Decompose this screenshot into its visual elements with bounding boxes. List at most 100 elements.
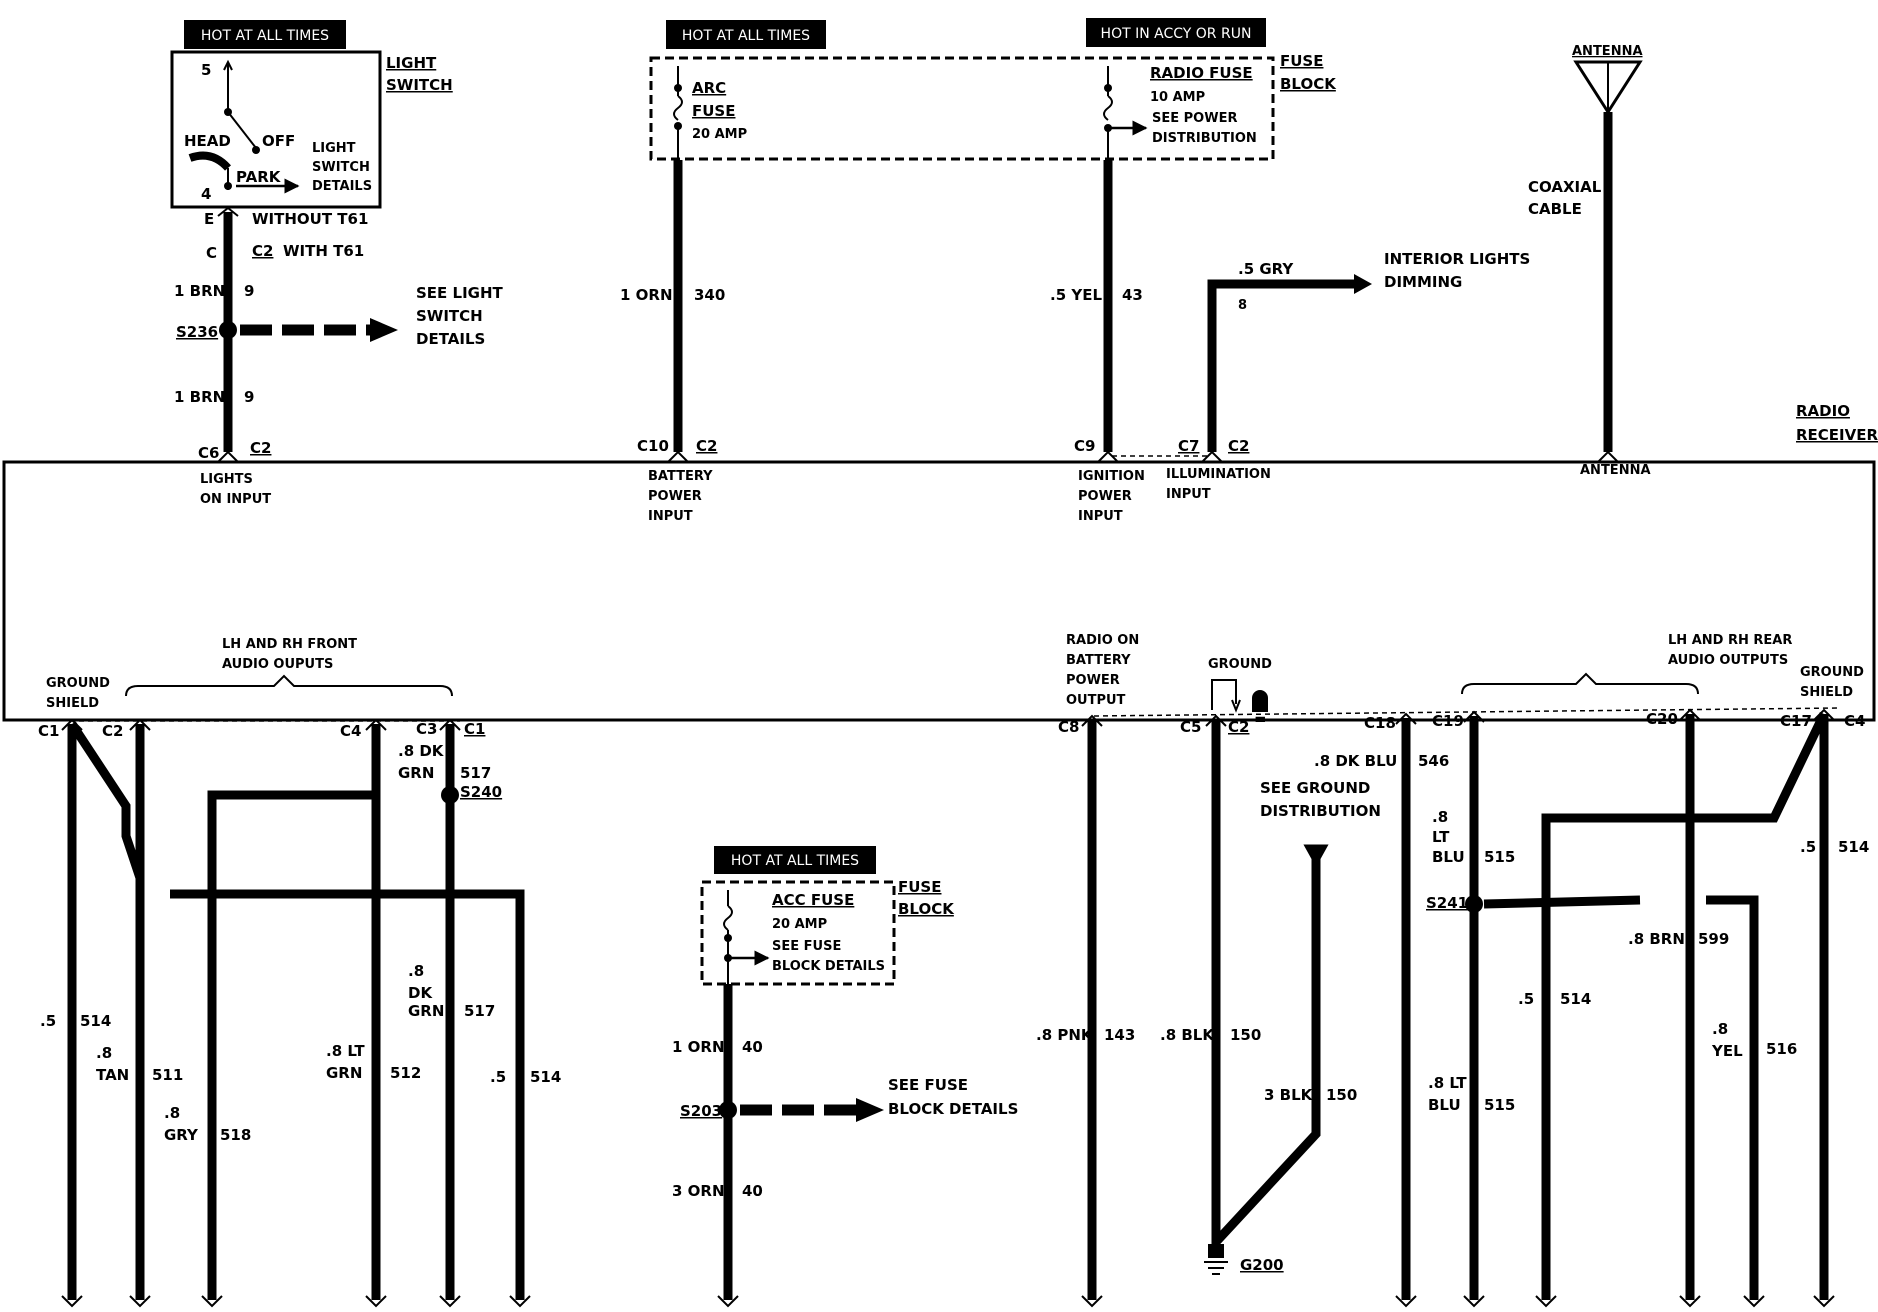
ignition-wire-num: 43 <box>1122 286 1143 304</box>
c4-right-connector <box>1813 708 1835 721</box>
front-wire-end-1 <box>61 1295 83 1308</box>
tan-1: .8 <box>96 1044 112 1062</box>
splice-s241-dot <box>1465 895 1483 913</box>
fuse-block-dashed-outline <box>649 56 1275 161</box>
front-dkgrn-num: 517 <box>460 764 491 782</box>
acc-w1-num: 40 <box>742 1038 763 1056</box>
gry-2: GRY <box>164 1126 199 1144</box>
conn-c19: C19 <box>1432 712 1464 730</box>
wire-514-front-right <box>170 889 525 1300</box>
acc-dest-1: SEE FUSE <box>888 1076 968 1094</box>
header-hot-accy-run <box>1086 18 1266 47</box>
front-wire-end-4 <box>365 1295 387 1308</box>
w514b-color: .5 <box>490 1068 506 1086</box>
acc-see-1: SEE FUSE <box>772 939 841 954</box>
blk3-num: 150 <box>1326 1086 1357 1104</box>
connector-antenna-symbol <box>1597 450 1619 463</box>
switch-lever <box>227 111 257 149</box>
dk2-3: GRN <box>408 1002 444 1020</box>
tan-num: 511 <box>152 1066 183 1084</box>
front-c1b-connector <box>439 718 461 731</box>
pin-4-label: 4 <box>201 185 211 203</box>
see-ground-1: SEE GROUND <box>1260 779 1370 797</box>
right-wire-end-3 <box>1463 1295 1485 1308</box>
rear-outputs-2: AUDIO OUTPUTS <box>1668 653 1788 668</box>
ltblu2-num: 515 <box>1484 1096 1515 1114</box>
acc-see-2: BLOCK DETAILS <box>772 959 885 974</box>
illum-input-2: INPUT <box>1166 487 1211 502</box>
switch-details-3: DETAILS <box>312 179 372 194</box>
conn-c18: C18 <box>1364 714 1396 732</box>
conn-c6: C6 <box>198 444 219 462</box>
front-wire-ends <box>61 1295 531 1308</box>
radio-title-1: RADIO <box>1796 402 1850 420</box>
ltgrn-2: GRN <box>326 1064 362 1082</box>
ground-g200-block <box>1208 1244 1224 1258</box>
ltgrn-1: .8 LT <box>326 1042 365 1060</box>
radio-title-2: RECEIVER <box>1796 426 1878 444</box>
front-outputs: GROUND SHIELD LH AND RH FRONT AUDIO OUPU… <box>38 637 561 1308</box>
right-wire-end-7 <box>1813 1295 1835 1308</box>
illum-input-1: ILLUMINATION <box>1166 467 1271 482</box>
ltblu2-1: .8 LT <box>1428 1074 1467 1092</box>
splice-s240-dot <box>441 786 459 804</box>
acc-wire-end <box>717 1295 739 1308</box>
wire-5gry-8 <box>1207 279 1360 452</box>
conn-c2-d: C2 <box>1228 718 1249 736</box>
ignition-input-1: IGNITION <box>1078 469 1145 484</box>
head-contact-bar <box>188 151 231 171</box>
c8-connector <box>1081 714 1103 727</box>
right-connector-dashed <box>1093 707 1841 717</box>
dk2-num: 517 <box>464 1002 495 1020</box>
term-e-label: E <box>204 210 214 228</box>
ground-equals: = <box>1254 710 1267 728</box>
see-light-1: SEE LIGHT <box>416 284 504 302</box>
ground-terminal <box>1252 690 1268 712</box>
splice-s236: S236 <box>176 323 218 341</box>
without-t61-label: WITHOUT T61 <box>252 210 368 228</box>
wire1-color: 1 BRN <box>174 282 225 300</box>
header-hot-at-all-times-3-text: HOT AT ALL TIMES <box>731 853 859 869</box>
park-contact <box>224 182 232 190</box>
front-c1b: C1 <box>464 720 485 738</box>
light-switch-title-2: SWITCH <box>386 76 453 94</box>
interior-lights-1: INTERIOR LIGHTS <box>1384 250 1530 268</box>
battery-input-3: INPUT <box>648 509 693 524</box>
right-wire-ends <box>1081 1295 1835 1308</box>
right-wire-end-6 <box>1743 1295 1765 1308</box>
connector-e-symbol <box>217 206 239 217</box>
c5-connector <box>1205 714 1227 727</box>
c19-connector <box>1463 710 1485 723</box>
gry-num: 518 <box>220 1126 251 1144</box>
rear-outputs-brace <box>1461 672 1699 695</box>
brn-num: 599 <box>1698 930 1729 948</box>
ltblu-3: BLU <box>1432 848 1465 866</box>
radio-on-2: BATTERY <box>1066 653 1131 668</box>
light-switch-box <box>170 50 382 209</box>
ground-label: GROUND <box>1208 657 1272 672</box>
illum-wire-num: 8 <box>1238 298 1247 313</box>
header-hot-at-all-times-2-text: HOT AT ALL TIMES <box>682 28 810 44</box>
head-label: HEAD <box>184 132 231 150</box>
front-c2: C2 <box>102 722 123 740</box>
right-outputs: RADIO ON BATTERY POWER OUTPUT GROUND LH … <box>1036 633 1869 1308</box>
yel-1: .8 <box>1712 1020 1728 1038</box>
radio-fuse-amp: 10 AMP <box>1150 90 1205 105</box>
pnk-num: 143 <box>1104 1026 1135 1044</box>
light-switch-section: HOT AT ALL TIMES LIGHT SWITCH 5 HEAD OFF… <box>170 20 504 507</box>
right-wire-end-4 <box>1535 1295 1557 1308</box>
dk2-2: DK <box>408 984 433 1002</box>
lights-input-1: LIGHTS <box>200 472 253 487</box>
switch-details-2: SWITCH <box>312 160 370 175</box>
conn-c2-c: C2 <box>1228 437 1249 455</box>
conn-c7: C7 <box>1178 437 1199 455</box>
arc-fuse-label-2: FUSE <box>692 102 735 120</box>
blk-num: 150 <box>1230 1026 1261 1044</box>
dkblu-color: .8 DK BLU <box>1314 752 1397 770</box>
ltblu-1: .8 <box>1432 808 1448 826</box>
ground-bracket-arrow <box>1231 699 1241 713</box>
s236-arrowhead <box>370 318 398 342</box>
wire2-color: 1 BRN <box>174 388 225 406</box>
fuse-block-label-1: FUSE <box>1280 52 1323 70</box>
ltgrn-num: 512 <box>390 1064 421 1082</box>
